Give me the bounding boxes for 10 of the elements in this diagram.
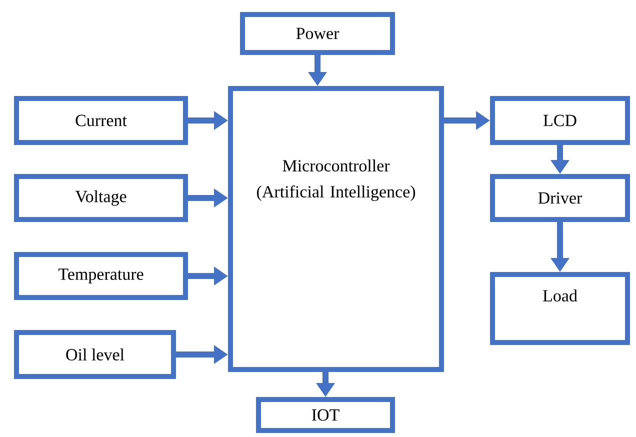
process-box: Load bbox=[490, 272, 630, 345]
process-box: LCD bbox=[490, 96, 630, 145]
process-box: Power bbox=[240, 12, 395, 55]
process-box: Microcontroller (Artificial Intelligence) bbox=[228, 86, 444, 372]
process-box: IOT bbox=[256, 397, 395, 433]
process-box: Temperature bbox=[14, 252, 188, 300]
process-box: Current bbox=[14, 96, 188, 145]
process-box: Driver bbox=[490, 174, 630, 222]
process-box: Oil level bbox=[14, 330, 176, 379]
process-box: Voltage bbox=[14, 174, 188, 222]
